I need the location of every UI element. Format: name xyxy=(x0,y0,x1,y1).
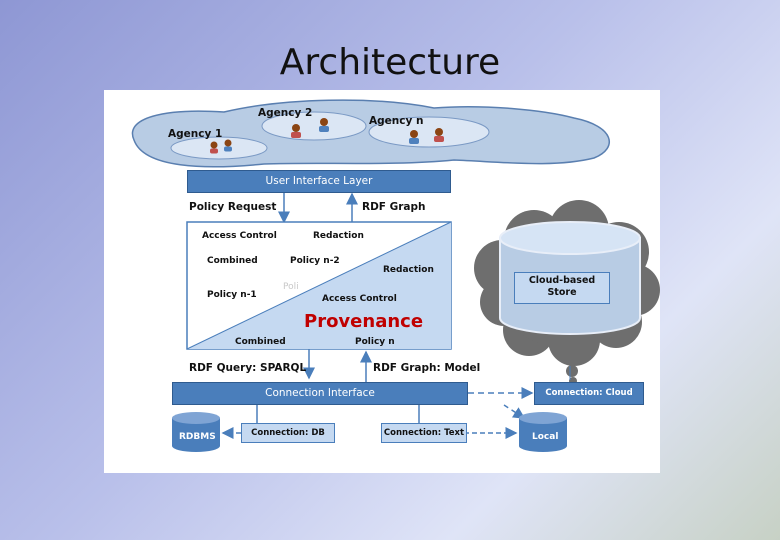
agency-n-ellipse xyxy=(368,116,490,148)
local-cylinder xyxy=(519,412,567,452)
cloud-based-store: Cloud-based Store xyxy=(514,272,610,304)
combined-label-1: Combined xyxy=(207,256,258,266)
user-interface-layer: User Interface Layer xyxy=(187,170,451,193)
agency-2-users-icon xyxy=(291,118,329,138)
policy-request-label: Policy Request xyxy=(189,201,277,213)
connection-text: Connection: Text xyxy=(381,423,467,443)
provenance-label: Provenance xyxy=(304,311,424,332)
access-control-label-1: Access Control xyxy=(202,231,277,241)
policy-n-label: Policy n xyxy=(355,337,395,347)
local-label: Local xyxy=(532,432,559,442)
architecture-diagram: Agency 1 Agency 2 Agency n User Interfac… xyxy=(104,90,660,473)
rdbms-cylinder xyxy=(172,412,220,452)
agency-2-ellipse xyxy=(261,111,367,141)
connection-db: Connection: DB xyxy=(241,423,335,443)
agency-n-label: Agency n xyxy=(369,115,424,127)
rdf-graph-label: RDF Graph xyxy=(362,201,426,213)
connection-interface: Connection Interface xyxy=(172,382,468,405)
rdbms-label: RDBMS xyxy=(179,432,216,442)
agency-1-label: Agency 1 xyxy=(168,128,223,140)
combined-label-2: Combined xyxy=(235,337,286,347)
agency-1-ellipse xyxy=(170,136,268,160)
redaction-label-2: Redaction xyxy=(383,265,434,275)
slide-title: Architecture xyxy=(279,42,501,83)
rdf-graph-model-label: RDF Graph: Model xyxy=(373,362,481,374)
faded-policy-text: Poli xyxy=(283,282,299,292)
policy-n2-label: Policy n-2 xyxy=(290,256,340,266)
agency-2-label: Agency 2 xyxy=(258,107,313,119)
agency-1-users-icon xyxy=(210,139,232,154)
access-control-label-2: Access Control xyxy=(322,294,397,304)
policy-n1-label: Policy n-1 xyxy=(207,290,257,300)
agency-n-users-icon xyxy=(409,128,444,144)
connection-cloud: Connection: Cloud xyxy=(534,382,644,405)
redaction-label-1: Redaction xyxy=(313,231,364,241)
rdf-query-label: RDF Query: SPARQL xyxy=(189,362,307,374)
